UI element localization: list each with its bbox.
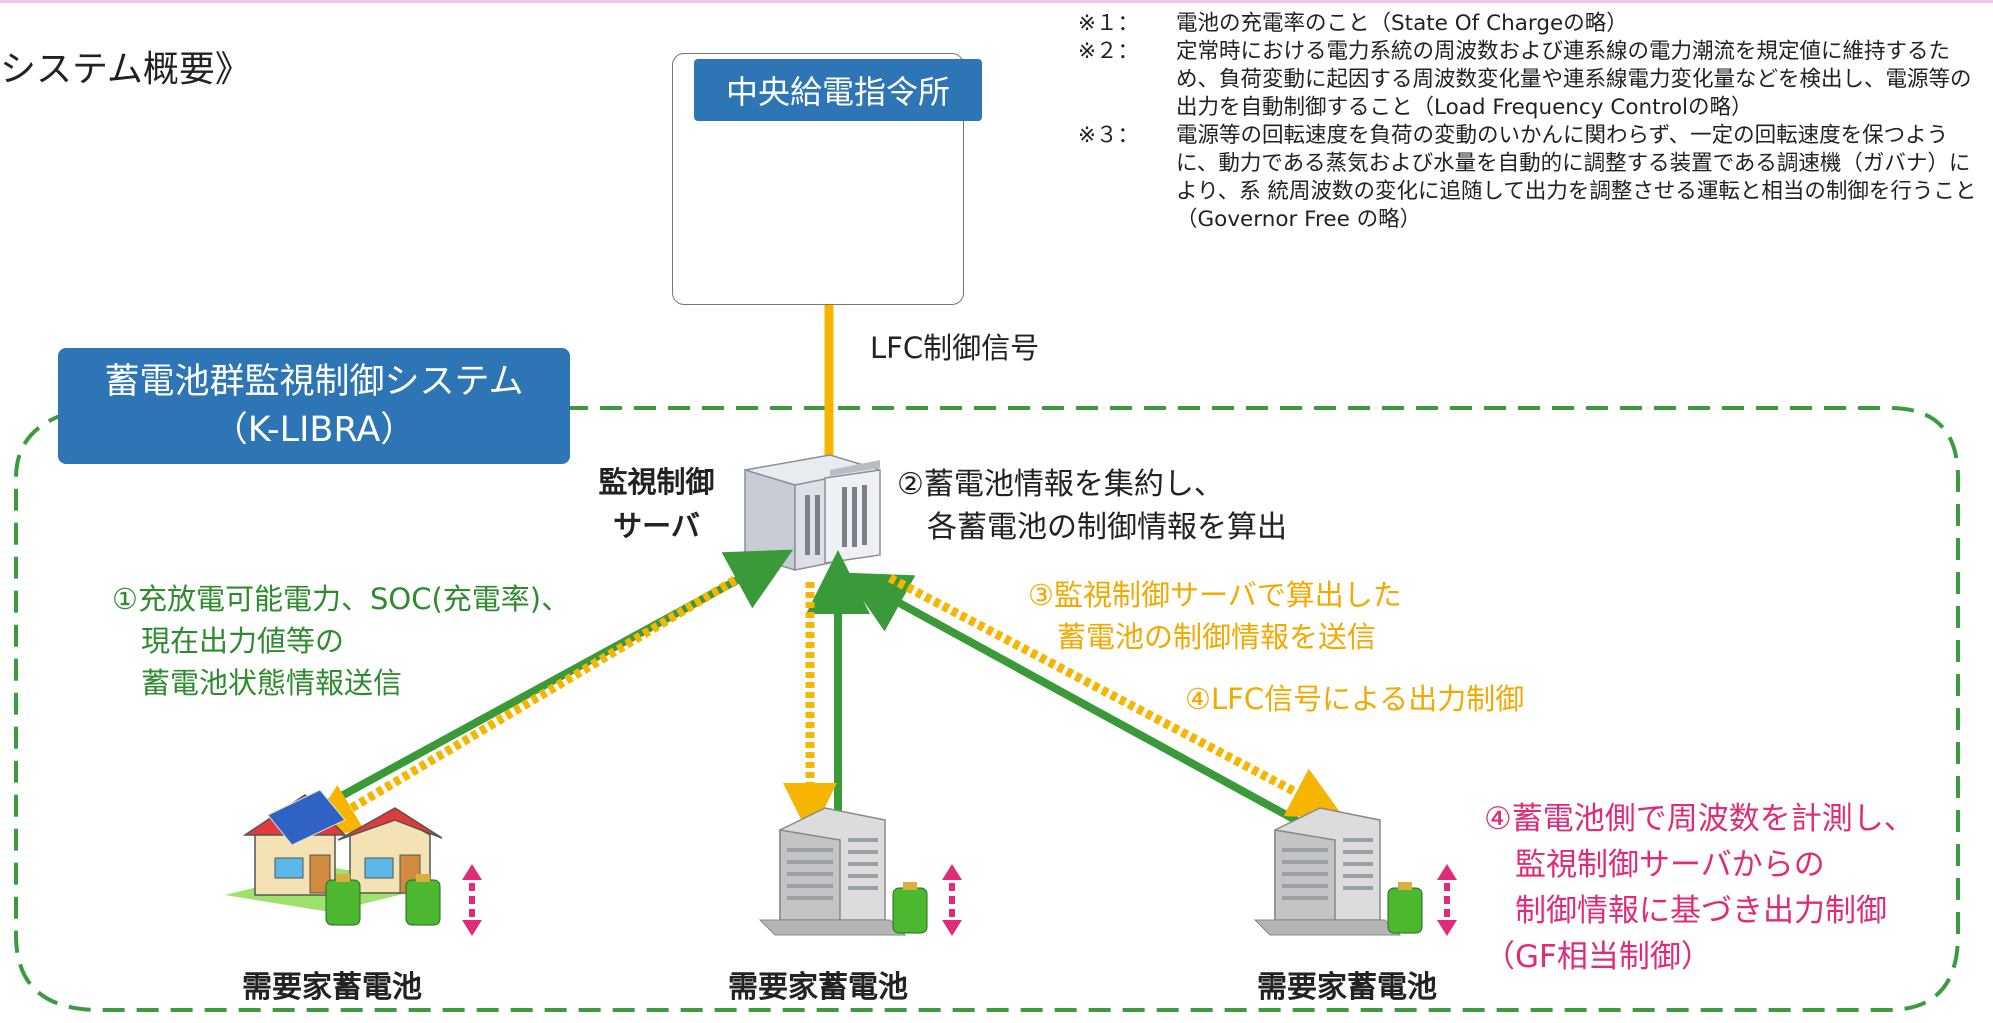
- system-abbrev: （K-LIBRA）: [212, 410, 416, 450]
- system-name-box: 蓄電池群監視制御システム （K-LIBRA）: [58, 348, 570, 464]
- consumer-label-building1: 需要家蓄電池: [728, 970, 908, 1005]
- status-arrow-building2: [843, 572, 1312, 832]
- house-battery-icon: [225, 789, 443, 926]
- footnote-1: ※１： 電池の充電率のこと（State Of Chargeの略）: [1078, 10, 1983, 38]
- footnote-mark: ※１：: [1078, 11, 1140, 36]
- footnote-3: ※３： 電源等の回転速度を負荷の変動のいかんに関わらず、一定の回転速度を保つように…: [1078, 122, 1983, 234]
- page-title: システム概要》: [0, 49, 251, 90]
- system-name: 蓄電池群監視制御システム: [104, 362, 524, 402]
- building2-charge-indicator: [1437, 864, 1457, 936]
- control-arrow-building2: [887, 574, 1344, 818]
- system-boundary: [14, 406, 1960, 1012]
- top-accent-line: [0, 0, 1993, 3]
- footnote-text: 電池の充電率のこと（State Of Chargeの略）: [1176, 11, 1628, 36]
- footnote-text: 定常時における電力系統の周波数および連系線の電力潮流を規定値に維持するため、負荷…: [1176, 39, 1972, 120]
- step4-gf-label: ④蓄電池側で周波数を計測し、 監視制御サーバからの 制御情報に基づき出力制御 （…: [1484, 801, 1915, 975]
- footnotes: ※１： 電池の充電率のこと（State Of Chargeの略） ※２： 定常時にお…: [1078, 10, 1983, 234]
- step3-label: ③監視制御サーバで算出した 蓄電池の制御情報を送信: [1028, 578, 1402, 654]
- consumer-label-house: 需要家蓄電池: [242, 970, 422, 1005]
- building1-battery-icon: [758, 807, 928, 936]
- server-icon: [744, 454, 881, 572]
- footnote-mark: ※２：: [1078, 39, 1140, 64]
- house-charge-indicator: [462, 864, 482, 936]
- footnote-2: ※２： 定常時における電力系統の周波数および連系線の電力潮流を規定値に維持するため…: [1078, 38, 1983, 122]
- server-label: 監視制御 サーバ: [598, 465, 715, 543]
- step1-label: ①充放電可能電力、SOC(充電率)、 現在出力値等の 蓄電池状態情報送信: [112, 582, 571, 700]
- lfc-signal-label: LFC制御信号: [870, 331, 1040, 365]
- control-arrow-house: [304, 576, 738, 836]
- step2-label: ②蓄電池情報を集約し、 各蓄電池の制御情報を算出: [897, 467, 1287, 545]
- central-dispatch-title: 中央給電指令所: [694, 59, 982, 121]
- consumer-label-building2: 需要家蓄電池: [1257, 970, 1437, 1005]
- footnote-mark: ※３：: [1078, 123, 1140, 148]
- building1-charge-indicator: [942, 864, 962, 936]
- footnote-text: 電源等の回転速度を負荷の変動のいかんに関わらず、一定の回転速度を保つように、動力…: [1176, 123, 1977, 232]
- building2-battery-icon: [1253, 807, 1423, 936]
- step4-lfc-label: ④LFC信号による出力制御: [1185, 682, 1525, 716]
